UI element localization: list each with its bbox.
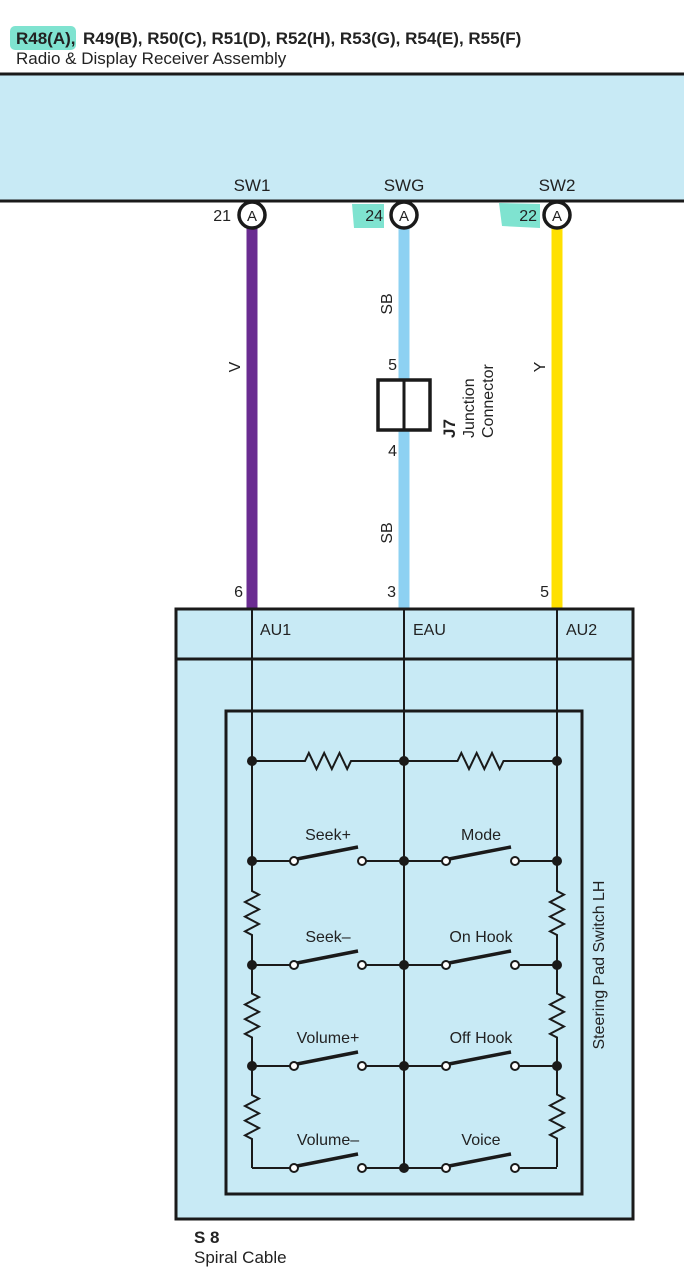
switch-label-volume-minus: Volume– (297, 1132, 359, 1149)
junction-name-line1: Junction (461, 378, 478, 438)
pin-6: 6 (234, 584, 243, 601)
switch-label-on-hook: On Hook (449, 929, 513, 946)
junction-dot-6 (247, 960, 257, 970)
switch-label-voice: Voice (461, 1132, 500, 1149)
highlight-pin-24 (352, 204, 384, 228)
resistor-right-1 (547, 861, 567, 965)
junction-dot-4 (399, 856, 409, 866)
resistor-left-2 (242, 965, 262, 1066)
junction-dot-10 (399, 1061, 409, 1071)
terminal-au2: AU2 (566, 622, 597, 639)
switch-volume-minus-contact-a (289, 1163, 299, 1173)
radio-receiver-block (0, 72, 684, 203)
switch-label-volume-plus: Volume+ (297, 1030, 360, 1047)
switch-volume-minus-blade (296, 1152, 359, 1168)
switch-label-mode: Mode (461, 827, 501, 844)
terminal-eau: EAU (413, 622, 446, 639)
wire-label-y: Y (532, 361, 549, 372)
junction-pin-5: 5 (388, 357, 397, 374)
junction-dot-7 (399, 960, 409, 970)
component-id: S 8 (194, 1228, 220, 1247)
connector-a-swg: A (389, 200, 419, 230)
switch-volume-plus-blade (296, 1050, 359, 1066)
switch-voice-contact-b (510, 1163, 520, 1173)
pin-3: 3 (387, 584, 396, 601)
terminal-swg: SWG (384, 176, 425, 195)
pin-5: 5 (540, 584, 549, 601)
switch-off-hook-contact-a (441, 1061, 451, 1071)
svg-text:A: A (552, 208, 562, 225)
pin-21: 21 (213, 208, 231, 225)
switch-label-off-hook: Off Hook (450, 1030, 514, 1047)
junction-pin-4: 4 (388, 443, 397, 460)
resistor-left-1 (242, 861, 262, 965)
switch-volume-plus-contact-b (357, 1061, 367, 1071)
switch-mode-blade (448, 845, 512, 861)
switch-circuit (242, 609, 567, 1173)
switch-volume-minus-contact-b (357, 1163, 367, 1173)
switch-mode-contact-a (441, 856, 451, 866)
wire-label-sb-upper: SB (379, 293, 396, 314)
terminal-au1: AU1 (260, 622, 291, 639)
terminal-sw2: SW2 (539, 176, 576, 195)
switch-off-hook-contact-b (510, 1061, 520, 1071)
switch-seek-minus-blade (296, 949, 359, 965)
pin-24: 24 (365, 208, 383, 225)
svg-text:A: A (247, 208, 257, 225)
connector-a-sw1: A (237, 200, 267, 230)
connector-a-sw2: A (542, 200, 572, 230)
junction-dot-3 (247, 856, 257, 866)
svg-text:A: A (399, 208, 409, 225)
steering-pad-switch-label: Steering Pad Switch LH (591, 881, 608, 1050)
switch-on-hook-contact-a (441, 960, 451, 970)
switch-off-hook-blade (448, 1050, 512, 1066)
switch-voice-contact-a (441, 1163, 451, 1173)
junction-dot-9 (247, 1061, 257, 1071)
junction-dot-0 (247, 756, 257, 766)
switch-seek-plus-contact-b (357, 856, 367, 866)
connector-list: R49(B), R50(C), R51(D), R52(H), R53(G), … (83, 29, 521, 48)
component-name: Spiral Cable (194, 1248, 287, 1267)
highlight-connector (10, 26, 76, 50)
junction-dot-2 (552, 756, 562, 766)
switch-seek-minus-contact-a (289, 960, 299, 970)
junction-dot-12 (399, 1163, 409, 1173)
resistor-right-3 (547, 1066, 567, 1167)
junction-dot-1 (399, 756, 409, 766)
highlight-pin-22 (499, 203, 540, 228)
junction-name-line2: Connector (480, 364, 497, 438)
switch-on-hook-contact-b (510, 960, 520, 970)
switch-label-seek-plus: Seek+ (305, 827, 351, 844)
switch-seek-plus-blade (296, 845, 359, 861)
wire-label-sb-lower: SB (379, 522, 396, 543)
junction-dot-5 (552, 856, 562, 866)
junction-connector-j7 (376, 378, 432, 432)
switch-seek-plus-contact-a (289, 856, 299, 866)
resistor-right-2 (547, 965, 567, 1066)
resistor-top-left (252, 750, 404, 772)
pin-22: 22 (519, 208, 537, 225)
switch-label-seek-minus: Seek– (305, 929, 350, 946)
switch-seek-minus-contact-b (357, 960, 367, 970)
junction-dot-8 (552, 960, 562, 970)
junction-id: J7 (440, 419, 459, 438)
resistor-top-right (404, 750, 557, 772)
switch-volume-plus-contact-a (289, 1061, 299, 1071)
wire-label-v: V (227, 361, 244, 372)
assembly-name: Radio & Display Receiver Assembly (16, 49, 287, 68)
resistor-left-3 (242, 1066, 262, 1168)
switch-mode-contact-b (510, 856, 520, 866)
terminal-sw1: SW1 (234, 176, 271, 195)
junction-dot-11 (552, 1061, 562, 1071)
switch-voice-blade (448, 1152, 512, 1168)
connector-list-first: R48(A), (16, 29, 76, 48)
switch-on-hook-blade (448, 949, 512, 965)
